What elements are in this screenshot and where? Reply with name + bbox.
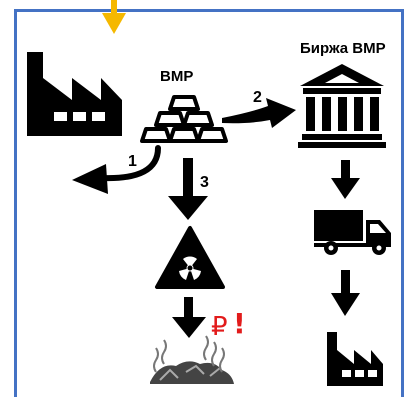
arrow-to-truck — [331, 160, 360, 199]
incoming-arrow — [102, 0, 126, 34]
factory-right-icon — [327, 332, 383, 386]
arrow-to-landfill — [172, 297, 206, 338]
exchange-label: Биржа ВМР — [300, 40, 386, 57]
step-3-label: 3 — [200, 174, 209, 191]
bank-icon — [298, 64, 386, 148]
arrow-3 — [168, 158, 208, 220]
radiation-icon — [155, 226, 225, 289]
step-2-label: 2 — [253, 89, 262, 106]
diagram-frame — [14, 9, 404, 397]
factory-icon — [27, 52, 122, 136]
arrow-to-factory-right — [331, 270, 360, 316]
step-1-label: 1 — [128, 153, 137, 170]
arrow-1 — [99, 145, 161, 182]
arrow-1-head — [72, 164, 108, 194]
ruble-sign: ₽ — [211, 311, 228, 341]
gold-bars-icon — [140, 95, 228, 143]
arrow-2 — [222, 98, 296, 128]
truck-icon — [314, 210, 391, 255]
landfill-icon — [150, 335, 234, 384]
vmr-label: ВМР — [160, 68, 194, 85]
alert-exclamation: ! — [233, 307, 246, 340]
